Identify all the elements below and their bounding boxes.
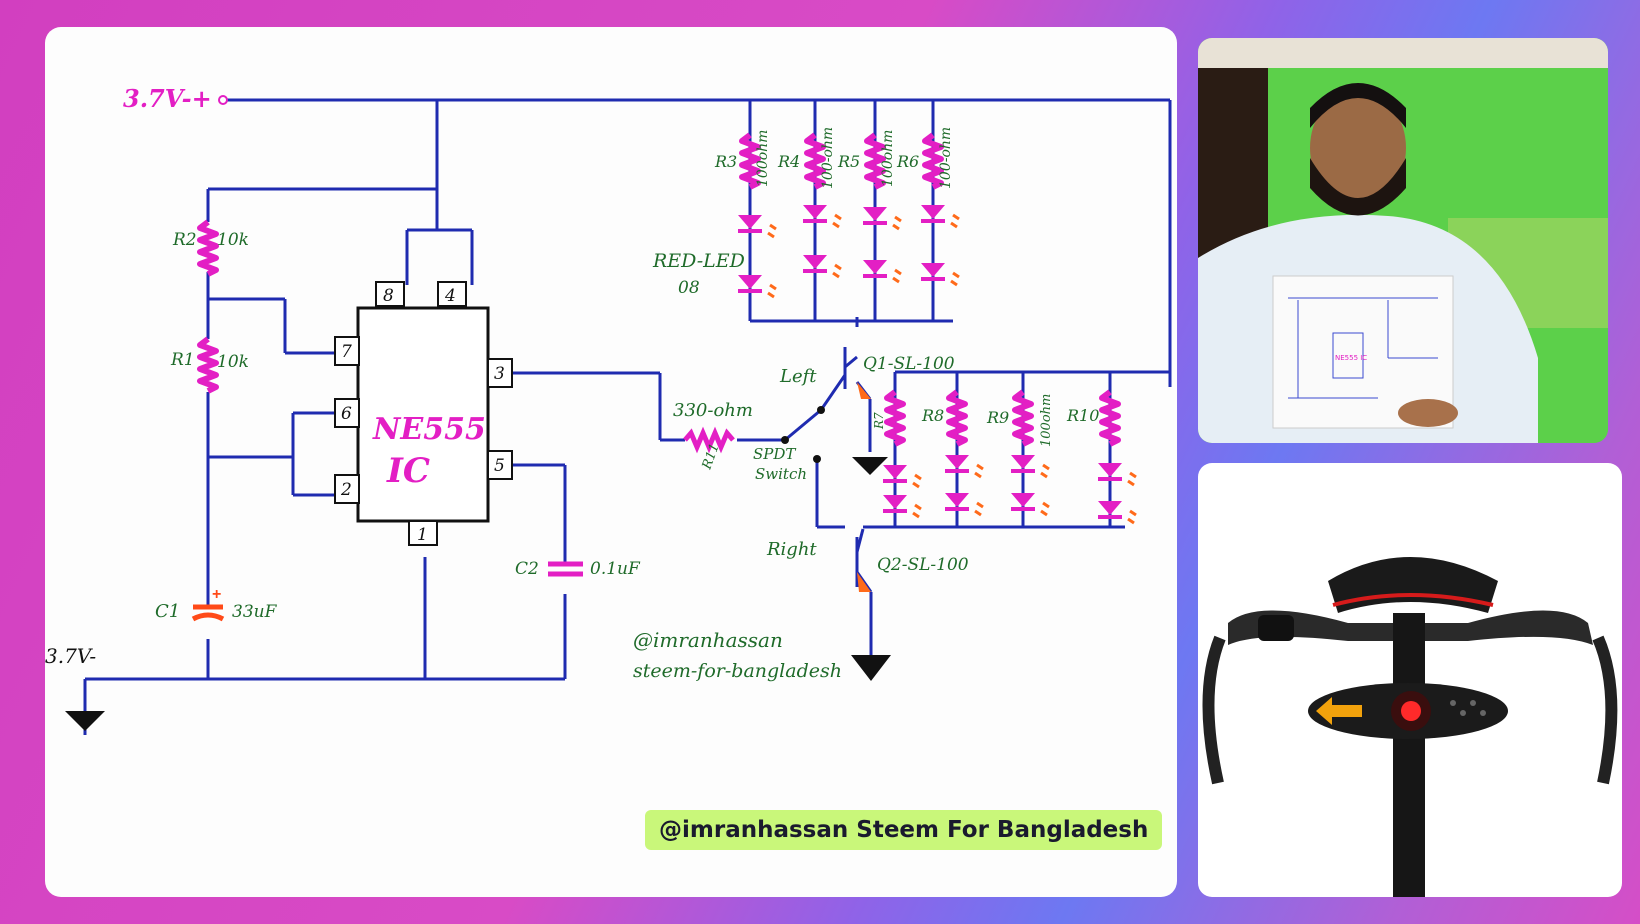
switch-label-line1: SPDT <box>753 445 796 463</box>
resistor-r10 <box>1102 392 1118 444</box>
ic-name-line1: NE555 <box>372 412 486 447</box>
supply-label: 3.7V-+ <box>123 84 212 113</box>
c1-value: 33uF <box>232 602 278 622</box>
ic-name-line2: IC <box>386 451 430 491</box>
ground-label: 3.7V- <box>45 644 96 668</box>
r1-label: R1 <box>170 350 195 370</box>
ic-pin-labels: 8 4 7 6 2 3 5 1 <box>340 286 505 545</box>
pin-7-label: 7 <box>341 342 352 362</box>
author-photo-panel: NE555 IC <box>1198 38 1608 443</box>
resistor-r2 <box>200 222 216 274</box>
left-label: Left <box>779 366 817 387</box>
r4-value: 100-ohm <box>820 127 836 189</box>
author-handle: @imranhassan <box>633 628 783 652</box>
led-bank-right <box>881 453 1138 525</box>
r7-label: R7 <box>872 412 886 430</box>
bike-light-photo-panel <box>1198 463 1622 897</box>
pin-3-label: 3 <box>494 364 505 384</box>
circuit-diagram: 3.7V-+ 3.7V- R2 10k R1 10k + C1 33uF C2 … <box>45 84 1172 735</box>
transistor-q2 <box>857 572 871 592</box>
sheet-ic-label: NE555 IC <box>1335 354 1367 362</box>
r9-value: 100ohm <box>1039 394 1054 447</box>
resistor-r7 <box>887 392 903 444</box>
r11-value: 330-ohm <box>673 400 753 421</box>
led-label-line2: 08 <box>678 278 700 298</box>
r4-label: R4 <box>777 152 800 171</box>
seatpost <box>1393 613 1425 897</box>
r3-label: R3 <box>714 152 737 171</box>
r8-label: R8 <box>921 406 944 425</box>
switch-label-line2: Switch <box>755 465 807 483</box>
q2-label: Q2-SL-100 <box>877 555 969 575</box>
r2-label: R2 <box>172 230 197 250</box>
c2-value: 0.1uF <box>590 559 641 579</box>
transistor-q1 <box>857 382 871 399</box>
led-label-line1: RED-LED <box>652 250 745 272</box>
resistor-r11 <box>683 426 735 454</box>
ne555-ic <box>356 306 490 523</box>
spdt-switch <box>781 406 825 463</box>
pin-1-label: 1 <box>417 525 428 545</box>
pin-5-label: 5 <box>494 456 505 476</box>
svg-text:+: + <box>212 586 221 603</box>
r11-label: R11 <box>699 441 722 472</box>
q1-label: Q1-SL-100 <box>863 354 955 374</box>
pin-2-label: 2 <box>340 480 352 500</box>
right-label: Right <box>766 539 817 560</box>
bike-light-photo <box>1202 557 1618 897</box>
author-community: steem-for-bangladesh <box>633 660 842 682</box>
r3-value: 100ohm <box>755 130 771 187</box>
r1-value: 10k <box>217 352 249 372</box>
led-bank-left <box>736 203 961 299</box>
pin-8-label: 8 <box>383 286 394 306</box>
r6-value: 100-ohm <box>938 127 954 189</box>
bike-saddle <box>1328 557 1498 613</box>
r5-value: 100ohm <box>880 130 896 187</box>
resistor-r8 <box>949 392 965 444</box>
circuit-diagram-panel: 3.7V-+ 3.7V- R2 10k R1 10k + C1 33uF C2 … <box>45 27 1177 897</box>
ground-symbol-q1 <box>852 457 888 475</box>
r2-value: 10k <box>217 230 249 250</box>
supply-terminal <box>218 95 228 105</box>
person-face <box>1310 90 1406 206</box>
r6-label: R6 <box>896 152 919 171</box>
r9-label: R9 <box>986 408 1009 427</box>
banner-label: @imranhassan Steem For Bangladesh <box>645 810 1163 850</box>
c2-label: C2 <box>515 559 539 579</box>
resistor-r1 <box>200 339 216 391</box>
r10-label: R10 <box>1066 406 1099 425</box>
pin-4-label: 4 <box>444 286 456 306</box>
pin-6-label: 6 <box>341 404 352 424</box>
turn-arrows <box>1316 697 1362 725</box>
ground-symbol-q2 <box>851 655 891 681</box>
ic-pins <box>334 281 513 546</box>
ground-symbol-left <box>65 711 105 731</box>
resistor-r9 <box>1015 392 1031 444</box>
author-photo: NE555 IC <box>1198 38 1608 443</box>
capacitor-c1: + <box>191 586 225 622</box>
r5-label: R5 <box>837 152 860 171</box>
capacitor-c2 <box>548 561 583 577</box>
c1-label: C1 <box>155 601 180 622</box>
